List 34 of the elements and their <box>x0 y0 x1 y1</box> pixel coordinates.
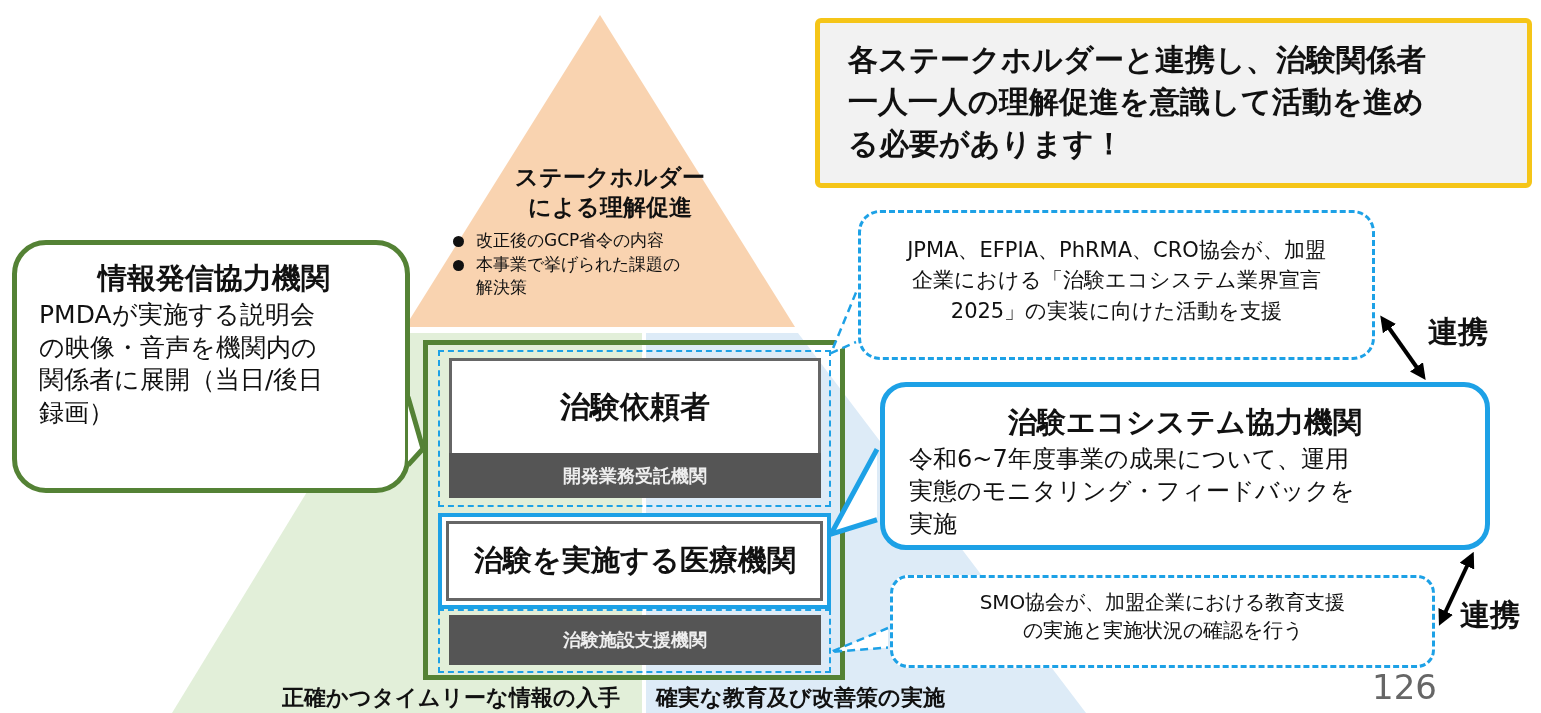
organization-bar <box>449 453 821 498</box>
segment-caption: 確実な教育及び改善策の実施 <box>656 684 945 712</box>
speech-bubble <box>890 575 1435 668</box>
double-headed-arrow <box>1438 551 1475 626</box>
message-box <box>815 18 1532 188</box>
box-label: SMO協会が、加盟企業における教育支援の実施と実施状況の確認を行う <box>978 589 1347 644</box>
bubble-heading: 情報発信協力機関 <box>95 260 331 297</box>
organization-box <box>449 358 821 453</box>
speech-bubble-tail <box>405 394 426 468</box>
group-frame <box>423 340 845 680</box>
segment-caption: 正確かつタイムリーな情報の入手 <box>282 684 620 712</box>
bullet-text: 改正後のGCP省令の内容 <box>476 228 666 252</box>
bullet-text: 本事業で挙げられた課題の解決策 <box>476 252 681 300</box>
box-label: 治験を実施する医療機関 <box>473 542 796 579</box>
speech-bubble-tail <box>829 291 858 355</box>
speech-bubble <box>12 240 410 493</box>
bubble-heading: 治験エコシステム協力機関 <box>1007 404 1363 441</box>
box-label: 治験依頼者 <box>560 387 710 426</box>
box-label: 治験施設支援機関 <box>563 628 707 652</box>
segment-heading: ステークホルダーによる理解促進 <box>514 163 706 222</box>
speech-bubble <box>858 210 1375 360</box>
speech-bubble-tail <box>828 446 880 537</box>
bubble-text: PMDAが実施する説明会の映像・音声を機関内の関係者に展開（当日/後日録画） <box>39 299 325 429</box>
box-label: JPMA、EFPIA、PhRMA、CRO協会が、加盟企業における「治験エコシステム業界宣言2025」の実装に向けた活動を支援 <box>905 237 1327 325</box>
box-label: 各ステークホルダーと連携し、治験関係者一人一人の理解促進を意識して活動を進める必要があります！ <box>848 41 1427 163</box>
page-number: 126 <box>1372 670 1437 704</box>
double-headed-arrow <box>1380 315 1426 380</box>
dashed-group-box <box>438 609 831 673</box>
organization-box <box>438 513 831 609</box>
bubble-text: 令和6~7年度事業の成果について、運用実態のモニタリング・フィードバックを実施 <box>909 444 1356 540</box>
organization-bar <box>449 615 821 665</box>
speech-bubble-tail <box>829 626 890 654</box>
dashed-group-box <box>438 350 831 507</box>
box-label: 開発業務受託機関 <box>563 463 707 488</box>
